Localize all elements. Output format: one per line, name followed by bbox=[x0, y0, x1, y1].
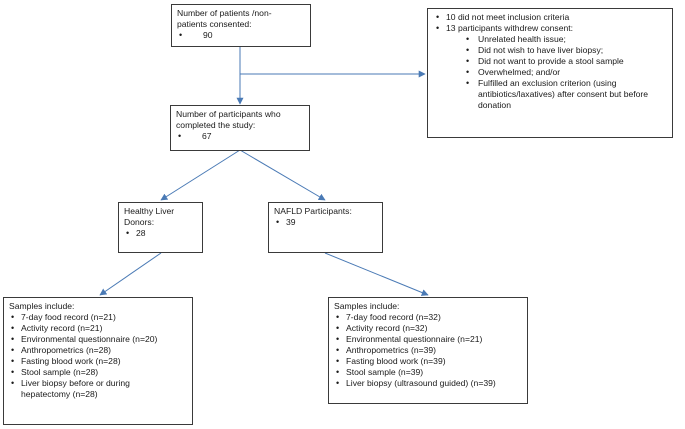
nafld-participants-box: NAFLD Participants: 39 bbox=[268, 202, 383, 253]
exclusion-item: 13 participants withdrew consent: bbox=[434, 23, 667, 34]
sample-item: Stool sample (n=28) bbox=[9, 367, 187, 378]
healthy-donors-box: Healthy Liver Donors: 28 bbox=[118, 202, 203, 253]
completed-box: Number of participants who completed the… bbox=[170, 105, 310, 151]
sample-item: Activity record (n=21) bbox=[9, 323, 187, 334]
consented-heading: Number of patients /non- patients consen… bbox=[177, 8, 272, 29]
sample-item: 7-day food record (n=21) bbox=[9, 312, 187, 323]
nafld-samples-heading: Samples include: bbox=[334, 301, 400, 311]
arrow-nafld-to-samples bbox=[324, 252, 429, 296]
sample-item: Fasting blood work (n=28) bbox=[9, 356, 187, 367]
sample-item: Activity record (n=32) bbox=[334, 323, 522, 334]
arrow-completed-to-healthy bbox=[160, 149, 241, 201]
healthy-samples-heading: Samples include: bbox=[9, 301, 75, 311]
withdrawal-reason: Did not want to provide a stool sample bbox=[434, 56, 667, 67]
sample-item: Fasting blood work (n=39) bbox=[334, 356, 522, 367]
exclusions-box: 10 did not meet inclusion criteria 13 pa… bbox=[427, 8, 673, 138]
healthy-heading: Healthy Liver Donors: bbox=[124, 206, 175, 227]
sample-item: Environmental questionnaire (n=21) bbox=[334, 334, 522, 345]
sample-item: Liver biopsy before or during hepatectom… bbox=[9, 378, 187, 400]
consented-box: Number of patients /non- patients consen… bbox=[171, 4, 311, 47]
sample-item: 7-day food record (n=32) bbox=[334, 312, 522, 323]
healthy-value: 28 bbox=[124, 228, 197, 239]
healthy-samples-box: Samples include: 7-day food record (n=21… bbox=[3, 297, 193, 425]
nafld-heading: NAFLD Participants: bbox=[274, 206, 352, 216]
completed-heading: Number of participants who completed the… bbox=[176, 109, 281, 130]
withdrawal-reason: Did not wish to have liver biopsy; bbox=[434, 45, 667, 56]
arrow-healthy-to-samples bbox=[99, 252, 162, 296]
withdrawal-reason: Overwhelmed; and/or bbox=[434, 67, 667, 78]
consented-value: 90 bbox=[177, 30, 305, 41]
exclusion-item: 10 did not meet inclusion criteria bbox=[434, 12, 667, 23]
arrow-completed-to-nafld bbox=[239, 149, 326, 201]
withdrawal-reason: Unrelated health issue; bbox=[434, 34, 667, 45]
sample-item: Anthropometrics (n=28) bbox=[9, 345, 187, 356]
nafld-value: 39 bbox=[274, 217, 377, 228]
completed-value: 67 bbox=[176, 131, 304, 142]
sample-item: Environmental questionnaire (n=20) bbox=[9, 334, 187, 345]
sample-item: Stool sample (n=39) bbox=[334, 367, 522, 378]
sample-item: Anthropometrics (n=39) bbox=[334, 345, 522, 356]
sample-item: Liver biopsy (ultrasound guided) (n=39) bbox=[334, 378, 522, 389]
withdrawal-reason: Fulfilled an exclusion criterion (using … bbox=[434, 78, 667, 111]
nafld-samples-box: Samples include: 7-day food record (n=32… bbox=[328, 297, 528, 404]
